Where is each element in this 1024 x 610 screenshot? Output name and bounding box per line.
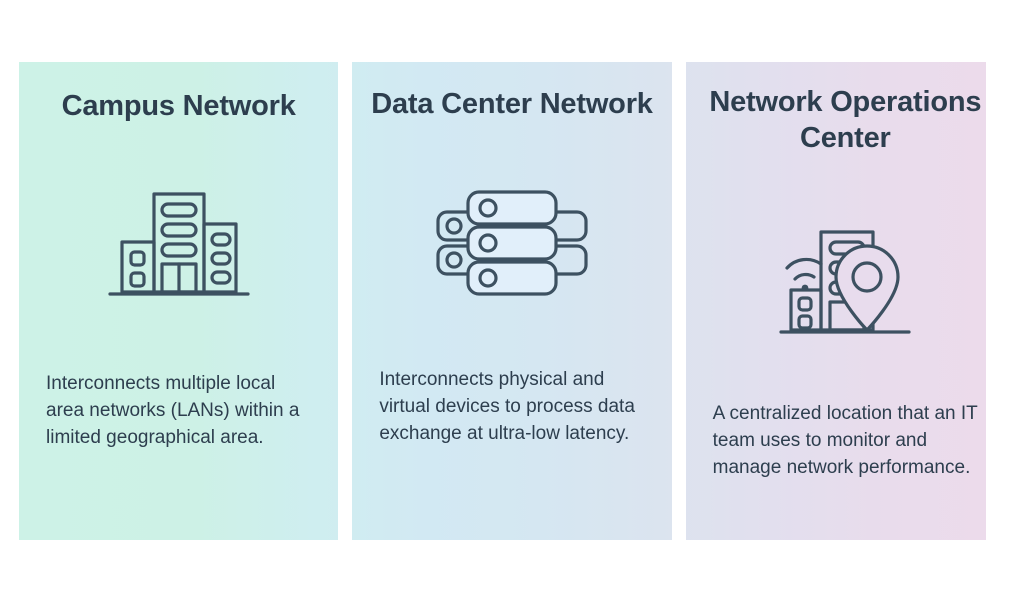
card-title: Campus Network [61,90,296,122]
card-title: Network Operations Center [709,86,982,154]
card-description: Interconnects multiple local area networ… [46,373,300,448]
card-title: Data Center Network [371,88,653,120]
card-data-center-network[interactable]: Data Center Network [352,62,672,540]
card-row: Campus Network [19,62,1005,540]
card-description: Interconnects physical and virtual devic… [379,369,635,444]
card-description: A centralized location that an IT team u… [712,403,978,478]
server-stack-icon [352,184,671,302]
card-network-operations-center[interactable]: Network Operations Center [685,62,1005,540]
card-campus-network[interactable]: Campus Network [19,62,339,540]
office-buildings-icon [19,184,338,302]
buildings-wifi-location-pin-icon [686,222,1005,340]
